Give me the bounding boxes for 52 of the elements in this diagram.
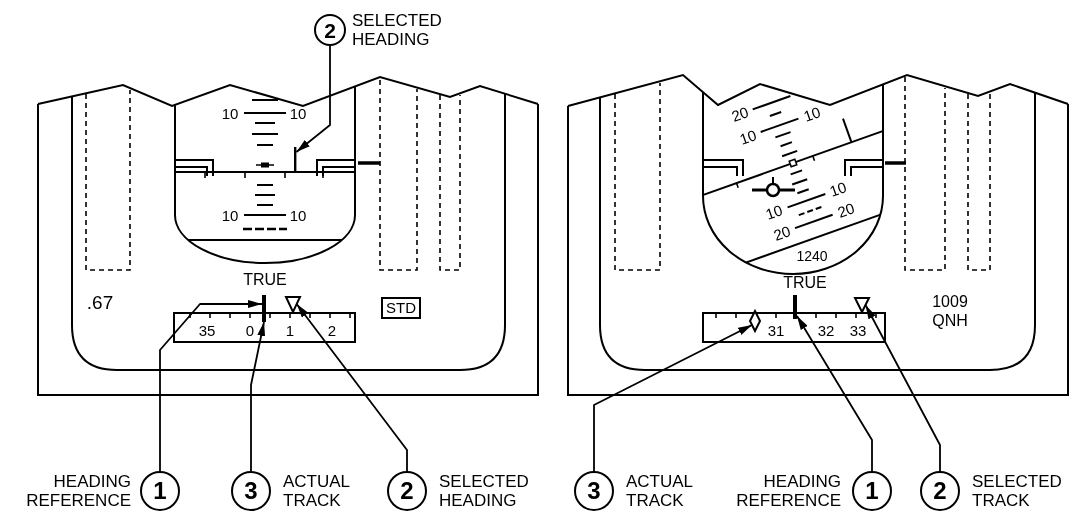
pitch-scale-number: 10 xyxy=(764,202,785,222)
heading-scale-number: 31 xyxy=(767,322,785,338)
pitch-scale-number: 10 xyxy=(828,179,849,200)
leader-arrow xyxy=(864,304,941,472)
callout-number: 2 xyxy=(314,14,346,46)
callout-number: 2 xyxy=(920,471,960,511)
leader-arrow xyxy=(250,321,266,472)
pitch-scale-number: 10 xyxy=(737,126,758,147)
mach-readout: .67 xyxy=(86,292,114,312)
reference-bar xyxy=(262,295,266,322)
pitch-scale-number: 10 xyxy=(221,207,239,223)
indicator-box: STD xyxy=(381,297,421,319)
pitch-scale-number: 20 xyxy=(771,222,793,243)
leader-arrow xyxy=(295,303,408,472)
diamond-marker xyxy=(748,308,762,334)
pressure-setting-label: QNH xyxy=(932,313,968,329)
heading-scale-number: 33 xyxy=(849,322,867,338)
callout-number: 2 xyxy=(387,471,427,511)
leader-arrow xyxy=(796,315,873,472)
pitch-scale-number: 10 xyxy=(289,207,307,223)
triangle-marker xyxy=(853,297,871,315)
pitch-scale-number: 20 xyxy=(835,200,857,220)
leader-arrow xyxy=(159,300,263,472)
callout-number: 3 xyxy=(574,471,614,511)
heading-scale-number: 1 xyxy=(285,322,295,338)
pressure-setting-readout: 1009 xyxy=(932,294,968,310)
callout-number: 1 xyxy=(140,471,180,511)
heading-scale-number: 35 xyxy=(198,322,216,338)
leader-arrow xyxy=(593,324,753,472)
pitch-scale-number: 20 xyxy=(729,104,750,124)
callout-label: HEADING REFERENCE xyxy=(26,472,131,510)
callout-label: SELECTED TRACK xyxy=(972,472,1062,510)
heading-scale-number: 0 xyxy=(245,322,255,338)
radio-altitude-readout: 1240 xyxy=(796,249,828,263)
triangle-marker xyxy=(284,296,302,315)
callout-label: HEADING REFERENCE xyxy=(736,472,841,510)
pitch-scale-number: 10 xyxy=(801,104,822,124)
reference-bar xyxy=(793,295,797,319)
callout-label: ACTUAL TRACK xyxy=(626,472,693,510)
leader-arrow xyxy=(295,45,331,153)
callout-number: 1 xyxy=(852,471,892,511)
callout-label: SELECTED HEADING xyxy=(439,472,529,510)
heading-scale-number: 2 xyxy=(327,322,337,338)
reference-mode-label: TRUE xyxy=(243,272,287,288)
heading-scale-number: 32 xyxy=(817,322,835,338)
callout-number: 3 xyxy=(231,471,271,511)
callout-label: ACTUAL TRACK xyxy=(283,472,350,510)
reference-mode-label: TRUE xyxy=(783,275,827,291)
pitch-scale-number: 10 xyxy=(221,105,239,121)
pitch-scale-number: 10 xyxy=(289,105,307,121)
callout-label: SELECTED HEADING xyxy=(352,11,442,49)
tick-mark xyxy=(294,147,297,172)
